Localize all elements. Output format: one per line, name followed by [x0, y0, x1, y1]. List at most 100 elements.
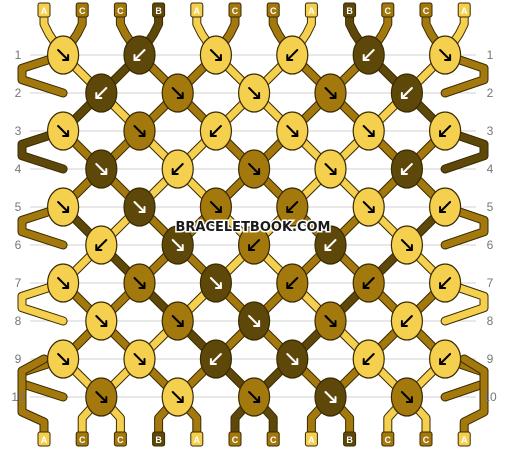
knot[interactable] [390, 301, 423, 341]
knot[interactable] [238, 73, 271, 113]
strand-letter-bottom-chip [228, 431, 242, 447]
knot[interactable] [46, 263, 80, 303]
arrow-down-right-icon [324, 391, 337, 403]
arrowhead-icon [329, 320, 337, 327]
knot[interactable] [161, 149, 194, 189]
knot[interactable] [161, 301, 194, 341]
knot[interactable] [46, 35, 80, 75]
knot[interactable] [429, 263, 462, 303]
strand-letter-bottom-chip [152, 431, 166, 447]
knot[interactable] [123, 339, 156, 379]
arrowhead-icon [138, 206, 146, 213]
knot[interactable] [161, 73, 194, 113]
arrowhead-icon [209, 358, 217, 365]
strand-letter-top-chip [457, 2, 471, 18]
row-number-right: 1 [487, 48, 494, 62]
knot[interactable] [390, 149, 423, 189]
arrow-down-left-icon [95, 239, 108, 251]
knot[interactable] [199, 339, 232, 379]
thread-segment [460, 355, 488, 444]
knot[interactable] [352, 263, 385, 303]
knot[interactable] [276, 339, 309, 379]
knot[interactable] [352, 339, 385, 379]
thread-segment [441, 127, 488, 173]
knot[interactable] [352, 111, 385, 151]
knot[interactable] [161, 377, 194, 417]
row-number-left: 9 [15, 352, 22, 366]
arrow-down-left-icon [209, 125, 222, 137]
knot[interactable] [352, 187, 385, 227]
row-number-left: 10 [11, 390, 25, 404]
knot[interactable] [390, 225, 423, 265]
knot[interactable] [314, 149, 347, 189]
knot[interactable] [85, 73, 118, 113]
thread-segment [18, 203, 67, 249]
knot[interactable] [123, 35, 156, 75]
strand-letter-top-chip [190, 2, 204, 18]
thread-segment [441, 203, 488, 249]
knot[interactable] [390, 377, 423, 417]
strand-letter-bottom: C [385, 435, 392, 445]
knot[interactable] [161, 225, 194, 265]
knot[interactable] [199, 111, 232, 151]
knot[interactable] [238, 377, 271, 417]
row-number-left: 8 [15, 314, 22, 328]
knot[interactable] [46, 339, 80, 379]
knot[interactable] [314, 225, 347, 265]
thread-segment [18, 127, 67, 173]
knot[interactable] [429, 187, 462, 227]
knot[interactable] [390, 73, 423, 113]
knot[interactable] [276, 187, 309, 227]
row-number-left: 6 [15, 238, 22, 252]
arrow-down-right-icon [248, 315, 261, 327]
arrow-down-right-icon [362, 125, 375, 137]
knot[interactable] [429, 111, 462, 151]
strand-letter-top: B [155, 6, 162, 16]
knot[interactable] [123, 263, 156, 303]
knot[interactable] [46, 111, 80, 151]
arrowhead-icon [62, 282, 70, 289]
knot[interactable] [199, 35, 232, 75]
strand-letter-bottom-chip [457, 431, 471, 447]
strand-letter-top: C [79, 6, 86, 16]
strand-letter-bottom-chip [190, 431, 204, 447]
row-number-right: 10 [483, 390, 497, 404]
strand-letter-bottom-chip [304, 431, 318, 447]
arrow-down-right-icon [133, 125, 146, 137]
knot[interactable] [46, 187, 80, 227]
knot[interactable] [85, 149, 118, 189]
arrow-down-left-icon [324, 239, 337, 251]
arrow-down-right-icon [439, 49, 452, 61]
knot[interactable] [276, 111, 309, 151]
arrow-down-left-icon [400, 87, 413, 99]
strand-letter-bottom: A [41, 435, 48, 445]
knot[interactable] [314, 301, 347, 341]
row-number-left: 3 [15, 124, 22, 138]
knot[interactable] [314, 377, 347, 417]
knot[interactable] [85, 377, 118, 417]
knot[interactable] [123, 187, 156, 227]
knot[interactable] [85, 301, 118, 341]
knot[interactable] [429, 339, 462, 379]
row-number-left: 7 [15, 276, 22, 290]
arrowhead-icon [286, 206, 294, 213]
knot[interactable] [238, 149, 271, 189]
thread-segment [18, 355, 48, 444]
knot[interactable] [238, 225, 271, 265]
knot[interactable] [199, 187, 232, 227]
knot[interactable] [429, 35, 462, 75]
knot[interactable] [276, 35, 309, 75]
knot[interactable] [352, 35, 385, 75]
knot[interactable] [238, 301, 271, 341]
knot[interactable] [314, 73, 347, 113]
knot[interactable] [276, 263, 309, 303]
strand-letter-bottom-chip [266, 431, 280, 447]
knot[interactable] [199, 263, 232, 303]
arrow-down-right-icon [95, 163, 108, 175]
arrow-down-left-icon [439, 353, 452, 365]
knot[interactable] [123, 111, 156, 151]
knot[interactable] [85, 225, 118, 265]
